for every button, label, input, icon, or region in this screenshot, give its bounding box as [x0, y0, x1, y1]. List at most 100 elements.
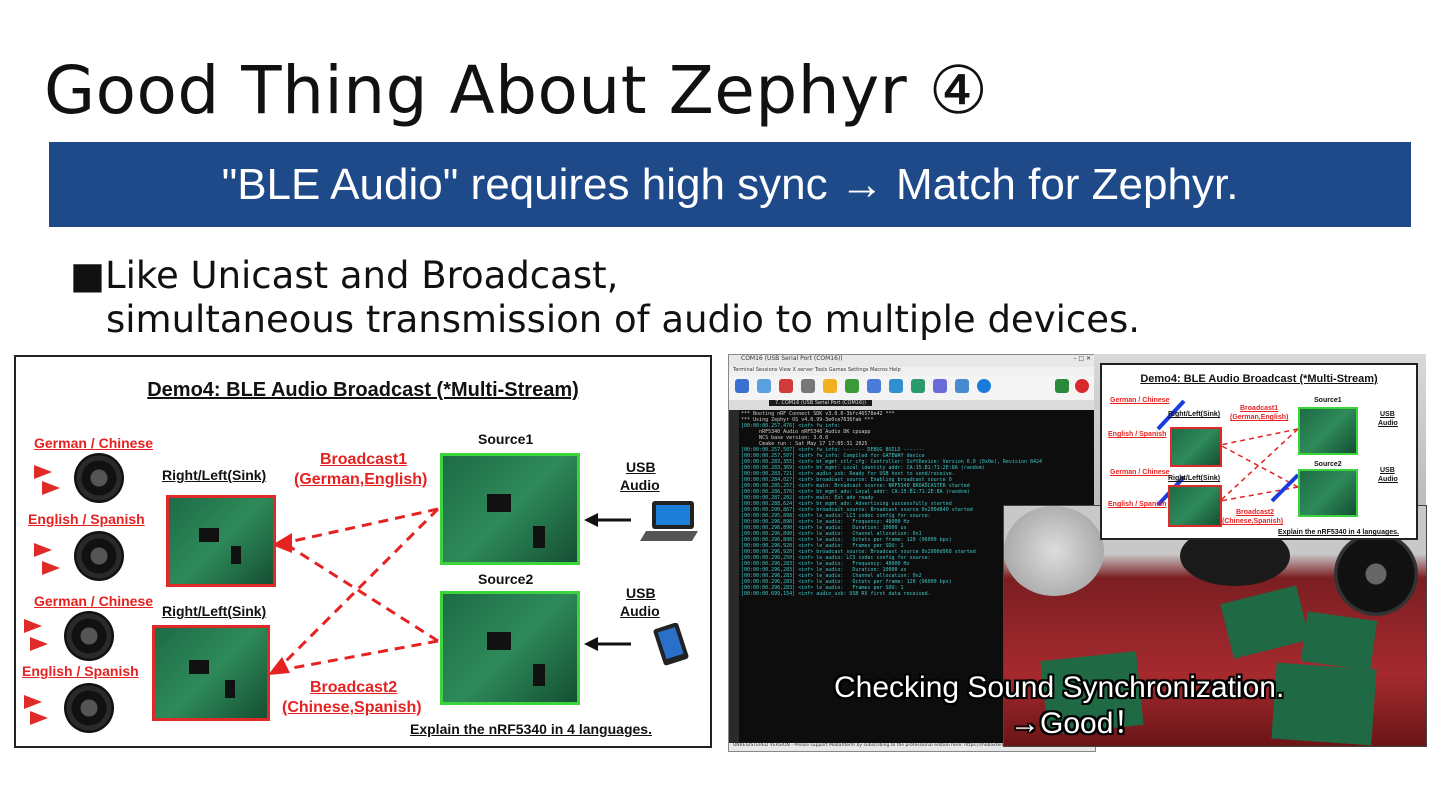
terminal-line: [00:00:00.257,507] <inf> fw_info: ------…: [741, 447, 925, 453]
terminal-line: nRF5340 Audio nRF5340 Audio DK cpuapp: [741, 429, 871, 435]
caption-line-1: Checking Sound Synchronization.: [834, 671, 1285, 704]
demo-footer: Explain the nRF5340 in 4 languages.: [410, 721, 652, 737]
broadcast2-label: Broadcast2: [310, 679, 398, 696]
sound-wave-icon: [30, 637, 48, 651]
xserver-icon[interactable]: [1055, 379, 1069, 393]
speaker-icon: [64, 683, 114, 733]
terminal-line: [00:00:00.257,507] <inf> fw_info: Compil…: [741, 453, 925, 459]
settings-icon[interactable]: [955, 379, 969, 393]
games-icon[interactable]: [801, 379, 815, 393]
terminal-line: [00:00:00.284,027] <inf> broadcast_sourc…: [741, 477, 952, 483]
terminal-line: [00:00:00.296,920] <inf> le_audio: Frame…: [741, 543, 904, 549]
sink-board-2: [152, 625, 270, 721]
inset-source1-board: [1298, 407, 1358, 455]
terminal-line: [00:00:00.296,283] <inf> le_audio: Durat…: [741, 567, 907, 573]
demo-diagram: Demo4: BLE Audio Broadcast (*Multi-Strea…: [14, 355, 712, 748]
inset-source1: Source1: [1314, 397, 1342, 404]
bullet-point: ■Like Unicast and Broadcast, simultaneou…: [70, 254, 1140, 342]
source1-label: Source1: [478, 431, 534, 447]
photo-board: [1271, 662, 1377, 746]
terminal-line: [00:00:00.296,890] <inf> le_audio: Frequ…: [741, 519, 910, 525]
inset-usb-1: USB: [1380, 411, 1395, 418]
terminal-line: [00:00:00.296,890] <inf> le_audio: Durat…: [741, 525, 907, 531]
packages-icon[interactable]: [933, 379, 947, 393]
inset-lang-2: English / Spanish: [1108, 431, 1167, 438]
terminal-tab[interactable]: 7. COM16 (USB Serial Port (COM16)): [769, 400, 873, 406]
inset-audio-1: Audio: [1378, 420, 1398, 427]
sound-wave-icon: [24, 619, 42, 633]
terminal-output: *** Booting nRF Connect SDK v3.0.0-3bfc4…: [741, 411, 1091, 597]
speaker-icon: [74, 453, 124, 503]
terminal-line: [00:00:00.296,283] <inf> le_audio: Frame…: [741, 585, 904, 591]
sound-wave-icon: [42, 481, 60, 495]
inset-audio-2: Audio: [1378, 476, 1398, 483]
inset-title: Demo4: BLE Audio Broadcast (*Multi-Strea…: [1140, 373, 1378, 385]
inset-sink-1: Right/Left(Sink): [1168, 411, 1221, 418]
inset-footer: Explain the nRF5340 in 4 languages.: [1278, 529, 1399, 536]
terminal-line: [00:00:00.296,890] <inf> le_audio: Chann…: [741, 531, 922, 537]
terminal-line: [00:00:00.283,369] <inf> bt_mgmt: Local …: [741, 465, 985, 471]
tunneling-icon[interactable]: [911, 379, 925, 393]
session-icon[interactable]: [735, 379, 749, 393]
video-caption: Checking Sound Synchronization. →Good！: [834, 670, 1284, 742]
inset-broadcast2: Broadcast2: [1236, 509, 1275, 516]
terminal-tabs: 7. COM16 (USB Serial Port (COM16)): [729, 400, 1095, 410]
terminal-title: COM16 (USB Serial Port (COM16)): [741, 355, 843, 362]
terminal-titlebar: COM16 (USB Serial Port (COM16)) – □ ✕: [729, 355, 1095, 367]
terminal-line: [00:00:00.283,355] <inf> bt_mgmt_ctlr_cf…: [741, 459, 1043, 465]
terminal-line: [00:00:00.296,920] <inf> broadcast_sourc…: [741, 549, 976, 555]
servers-icon[interactable]: [757, 379, 771, 393]
sound-wave-icon: [30, 711, 48, 725]
usb-label-2: USB: [626, 585, 656, 601]
speaker-photo-left: [1004, 506, 1104, 596]
window-controls[interactable]: – □ ✕: [1073, 355, 1091, 362]
photo-board: [1220, 585, 1310, 659]
sessions-icon[interactable]: [823, 379, 837, 393]
exit-icon[interactable]: [1075, 379, 1089, 393]
terminal-line: [00:00:00.296,283] <inf> le_audio: Chann…: [741, 573, 922, 579]
inset-sink-2: Right/Left(Sink): [1168, 475, 1221, 482]
page-title: Good Thing About Zephyr ④: [44, 52, 989, 129]
bullet-line-1: ■Like Unicast and Broadcast,: [70, 254, 619, 297]
inset-lang-4: English / Spanish: [1108, 501, 1167, 508]
inset-sink-board-2: [1168, 485, 1222, 527]
terminal-line: [00:00:00.290,867] <inf> broadcast_sourc…: [741, 507, 973, 513]
broadcast2-langs: (Chinese,Spanish): [282, 699, 422, 716]
inset-broadcast2-langs: (Chinese,Spanish): [1222, 518, 1284, 525]
terminal-line: Cmake run : Sat May 17 17:05:31 2025: [741, 441, 868, 447]
multiexec-icon[interactable]: [889, 379, 903, 393]
broadcast1-label: Broadcast1: [320, 451, 408, 468]
source2-label: Source2: [478, 571, 534, 587]
menu-items[interactable]: Terminal Sessions View X server Tools Ga…: [733, 367, 901, 373]
inset-lang-1: German / Chinese: [1110, 397, 1170, 404]
audio-label-1: Audio: [620, 477, 660, 493]
broadcast-arrows: [268, 507, 631, 675]
split-icon[interactable]: [867, 379, 881, 393]
terminal-line: [00:00:00.257,476] <inf> fw_info:: [741, 423, 841, 429]
lang-label-german-chinese: German / Chinese: [34, 435, 154, 451]
lang-label-english-spanish: English / Spanish: [28, 511, 145, 527]
view-icon[interactable]: [845, 379, 859, 393]
tools-icon[interactable]: [779, 379, 793, 393]
help-icon[interactable]: [977, 379, 991, 393]
terminal-line: [00:00:00.287,202] <inf> main: Ext adv r…: [741, 495, 874, 501]
speaker-photo-right: [1334, 532, 1418, 616]
terminal-menubar: Terminal Sessions View X server Tools Ga…: [729, 367, 1095, 376]
sink-label-2: Right/Left(Sink): [162, 603, 267, 619]
terminal-line: *** Booting nRF Connect SDK v3.0.0-3bfc4…: [741, 411, 895, 417]
terminal-statusbar: UNREGISTERED VERSION - Please support Mo…: [729, 743, 1095, 751]
terminal-line: [00:00:00.296,890] <inf> le_audio: Octet…: [741, 537, 952, 543]
photo-board: [1300, 611, 1378, 671]
sink-board-1: [166, 495, 276, 587]
lang-label-german-chinese: German / Chinese: [34, 593, 154, 609]
usb-label-1: USB: [626, 459, 656, 475]
terminal-line: [00:00:00.286,376] <inf> bt_mgmt_adv: Lo…: [741, 489, 970, 495]
speaker-icon: [74, 531, 124, 581]
demo-diagram-inset: Demo4: BLE Audio Broadcast (*Multi-Strea…: [1100, 363, 1418, 540]
terminal-line: NCS base version: 3.0.0: [741, 435, 829, 441]
source1-board: [440, 453, 580, 565]
terminal-line: [00:00:00.296,283] <inf> le_audio: Frequ…: [741, 561, 910, 567]
terminal-line: [00:00:00.288,624] <inf> bt_mgmt_adv: Ad…: [741, 501, 952, 507]
terminal-line: [00:00:00.285,257] <inf> main: Broadcast…: [741, 483, 970, 489]
sound-wave-icon: [24, 695, 42, 709]
